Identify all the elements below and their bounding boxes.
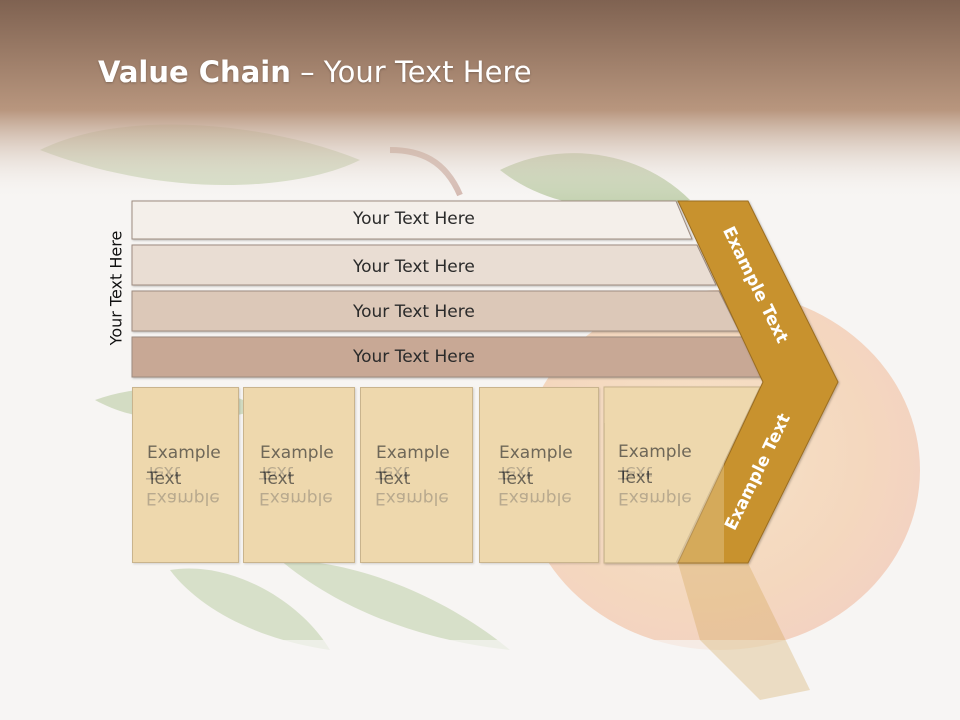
chevron-reflection <box>678 563 810 700</box>
support-bar-3-label: Your Text Here <box>353 302 475 322</box>
chevron-arrow[interactable] <box>677 200 839 564</box>
support-bar-2[interactable] <box>131 244 717 286</box>
slide-title: Value Chain – Your Text Here <box>98 55 532 89</box>
support-bar-1[interactable] <box>131 200 693 240</box>
title-rest: – Your Text Here <box>290 55 532 89</box>
support-bar-1-label: Your Text Here <box>353 209 475 229</box>
title-bold: Value Chain <box>98 55 291 89</box>
primary-cell-5-shape[interactable] <box>603 386 761 564</box>
leaf-shape <box>280 560 510 650</box>
support-bar-2-label: Your Text Here <box>353 257 475 277</box>
leaf-shape <box>170 568 330 650</box>
support-bar-4-label: Your Text Here <box>353 347 475 367</box>
